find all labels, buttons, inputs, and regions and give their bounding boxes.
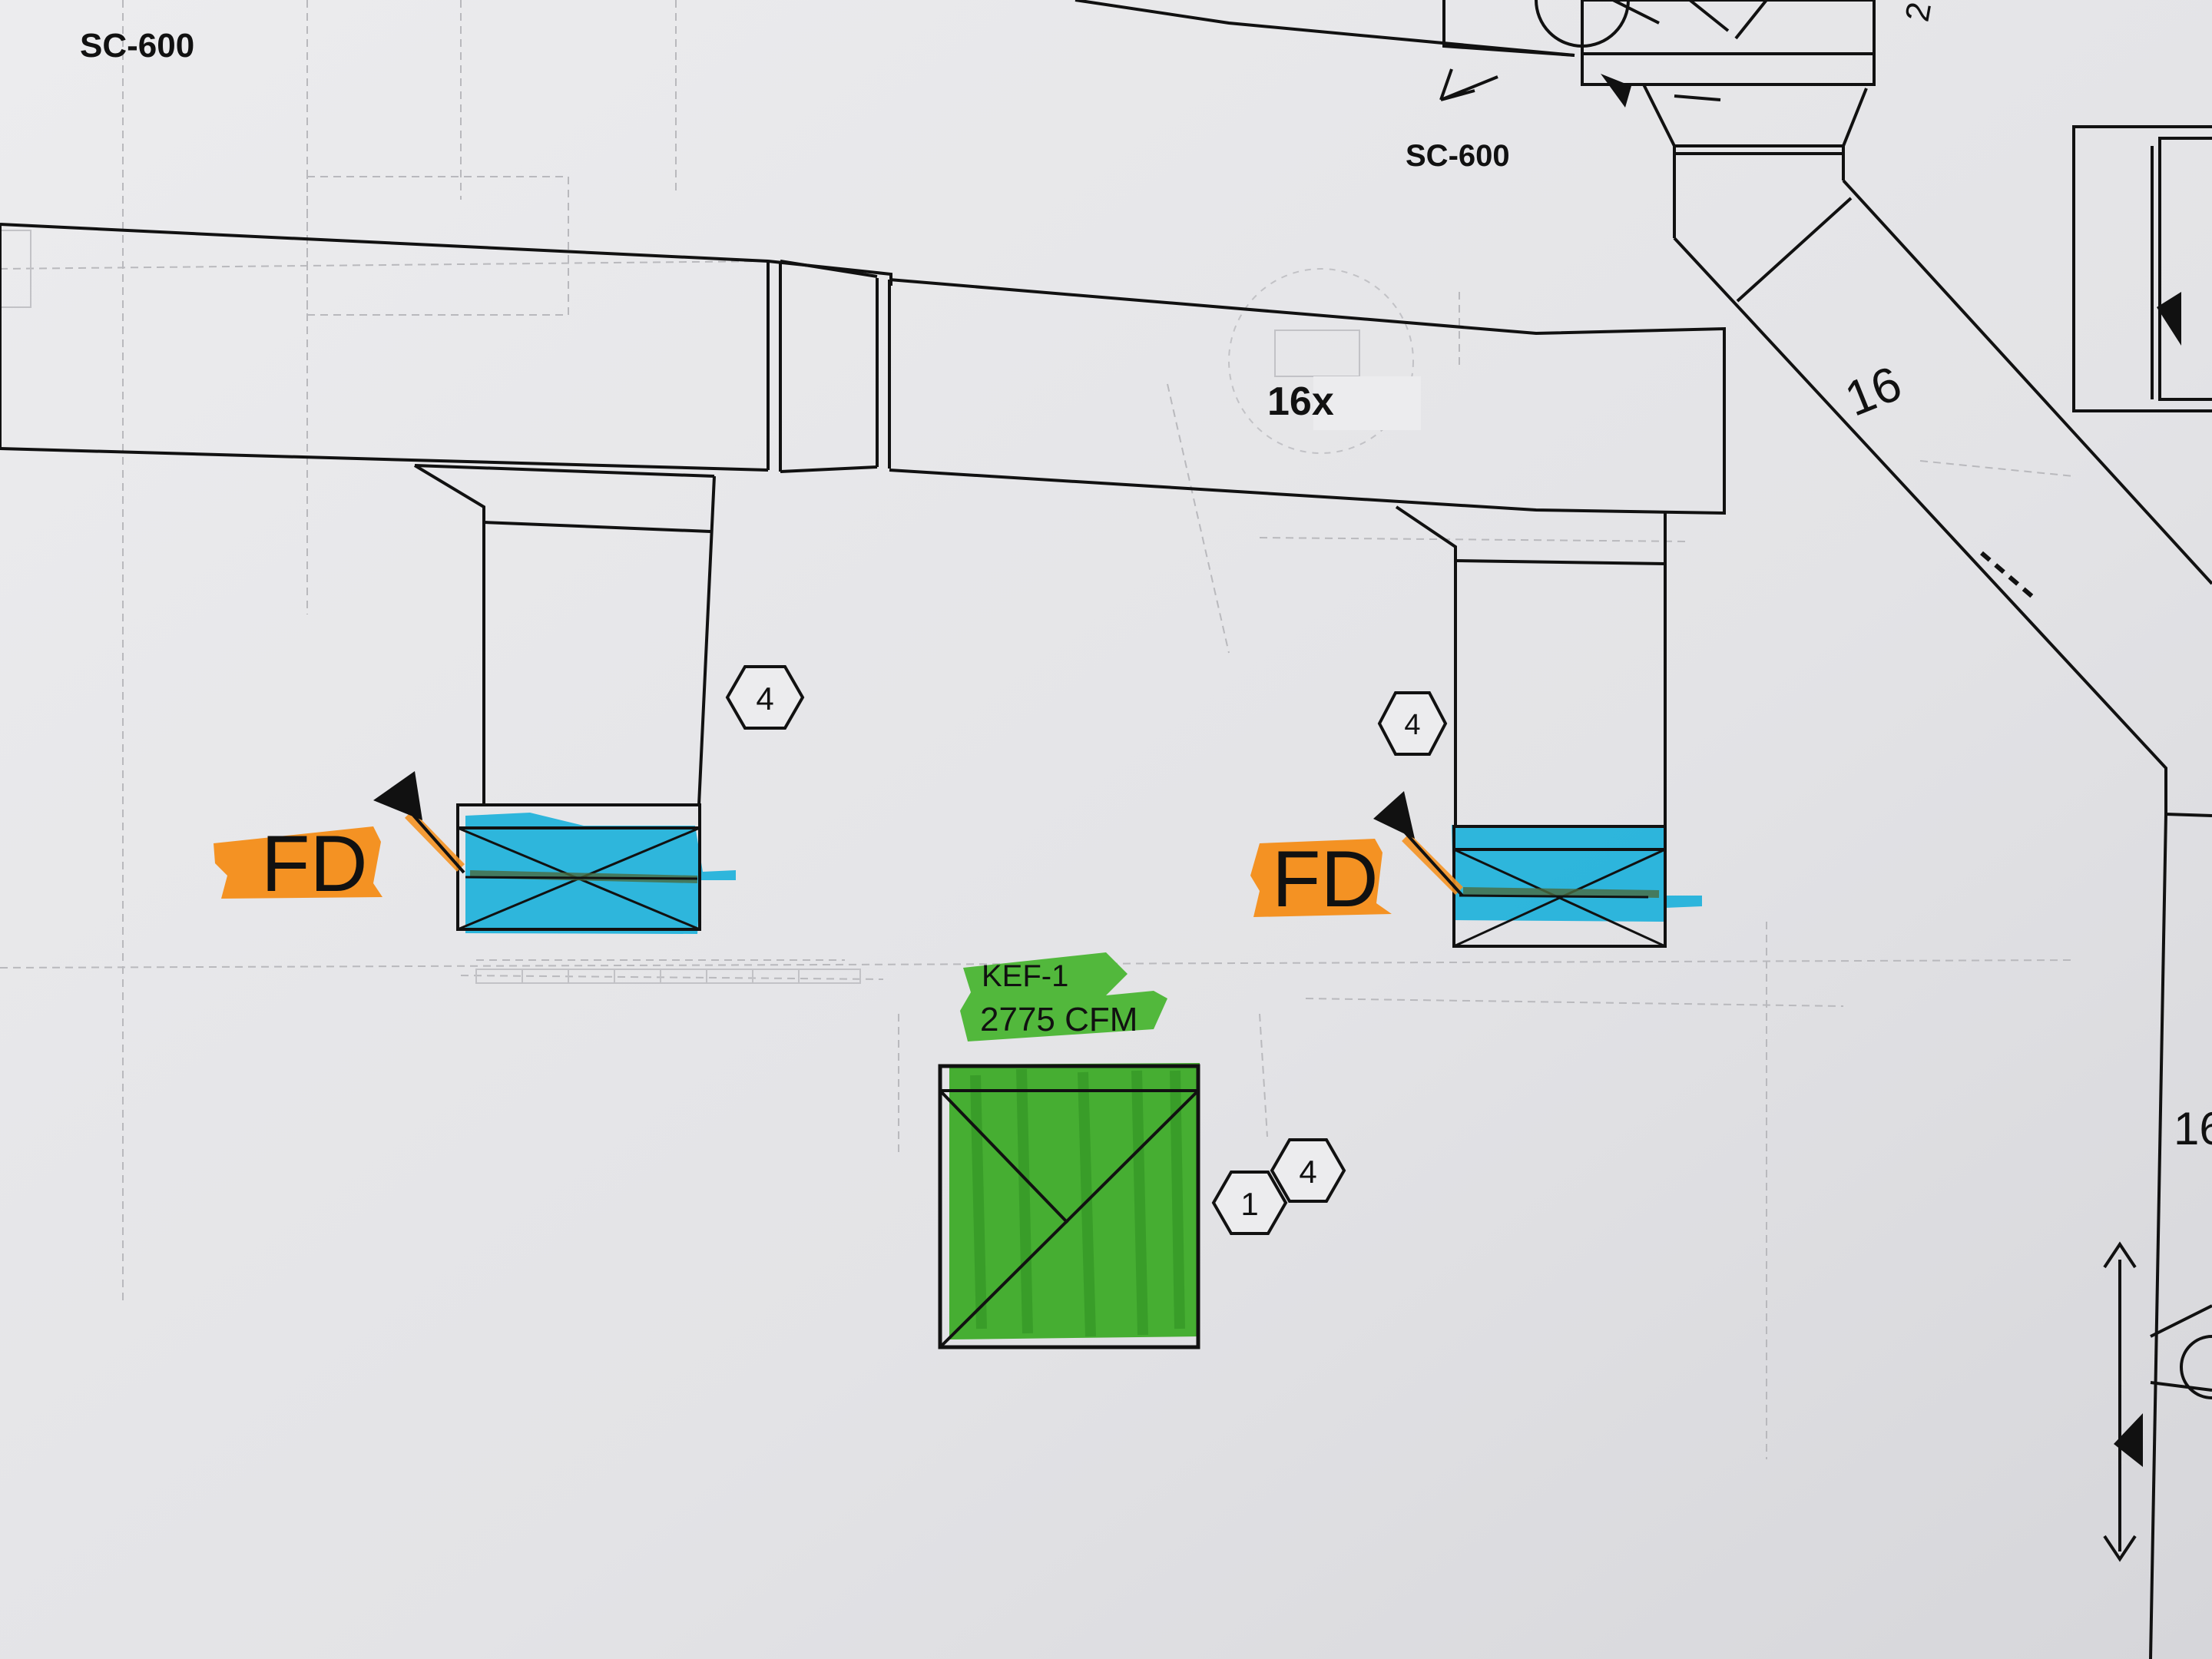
top-right-equipment: [1075, 0, 1876, 238]
sheet-ref-top-left: SC-600: [80, 27, 194, 65]
right-branch-duct: [1395, 505, 1667, 828]
left-fire-damper: [456, 803, 736, 934]
fan-tag-label: KEF-1: [982, 959, 1068, 993]
fan-keynote-1: 1: [1240, 1186, 1258, 1222]
right-fd-tag: FD: [1250, 835, 1392, 924]
left-branch-duct: [413, 464, 716, 806]
right-fd-leader: [1373, 791, 1464, 897]
duct-size-main-label: 16x: [1267, 379, 1334, 424]
main-supply-duct: [0, 223, 1726, 515]
left-fd-tag: FD: [214, 820, 382, 909]
fan-tag: KEF-1 2775 CFM: [960, 952, 1167, 1041]
duct-size-right-edge-label: 16: [2174, 1103, 2212, 1154]
fan-keynote-hexagon-4: 4: [1270, 1138, 1346, 1203]
diagonal-return-duct: [1673, 179, 2212, 1659]
kef-1-exhaust-fan: [938, 1063, 1200, 1349]
right-edge-room: [2072, 125, 2212, 1562]
fan-keynote-4: 4: [1299, 1154, 1316, 1190]
left-damper-highlight: [465, 813, 736, 934]
top-right-arrows: [1439, 68, 2037, 601]
left-keynote-number: 4: [756, 680, 773, 717]
right-fd-label: FD: [1272, 835, 1379, 924]
sheet-ref-top-right: SC-600: [1406, 139, 1510, 173]
fan-airflow-label: 2775 CFM: [980, 1001, 1137, 1038]
left-fd-label: FD: [261, 820, 368, 909]
right-keynote-number: 4: [1404, 709, 1420, 741]
left-keynote-hexagon: 4: [725, 665, 805, 730]
fan-highlight: [949, 1063, 1200, 1339]
left-fd-leader: [373, 771, 465, 874]
duct-size-label-mask: [1313, 376, 1421, 430]
fan-keynote-hexagon-1: 1: [1211, 1171, 1288, 1235]
right-keynote-hexagon: 4: [1377, 691, 1448, 756]
right-fire-damper: [1452, 825, 1702, 948]
